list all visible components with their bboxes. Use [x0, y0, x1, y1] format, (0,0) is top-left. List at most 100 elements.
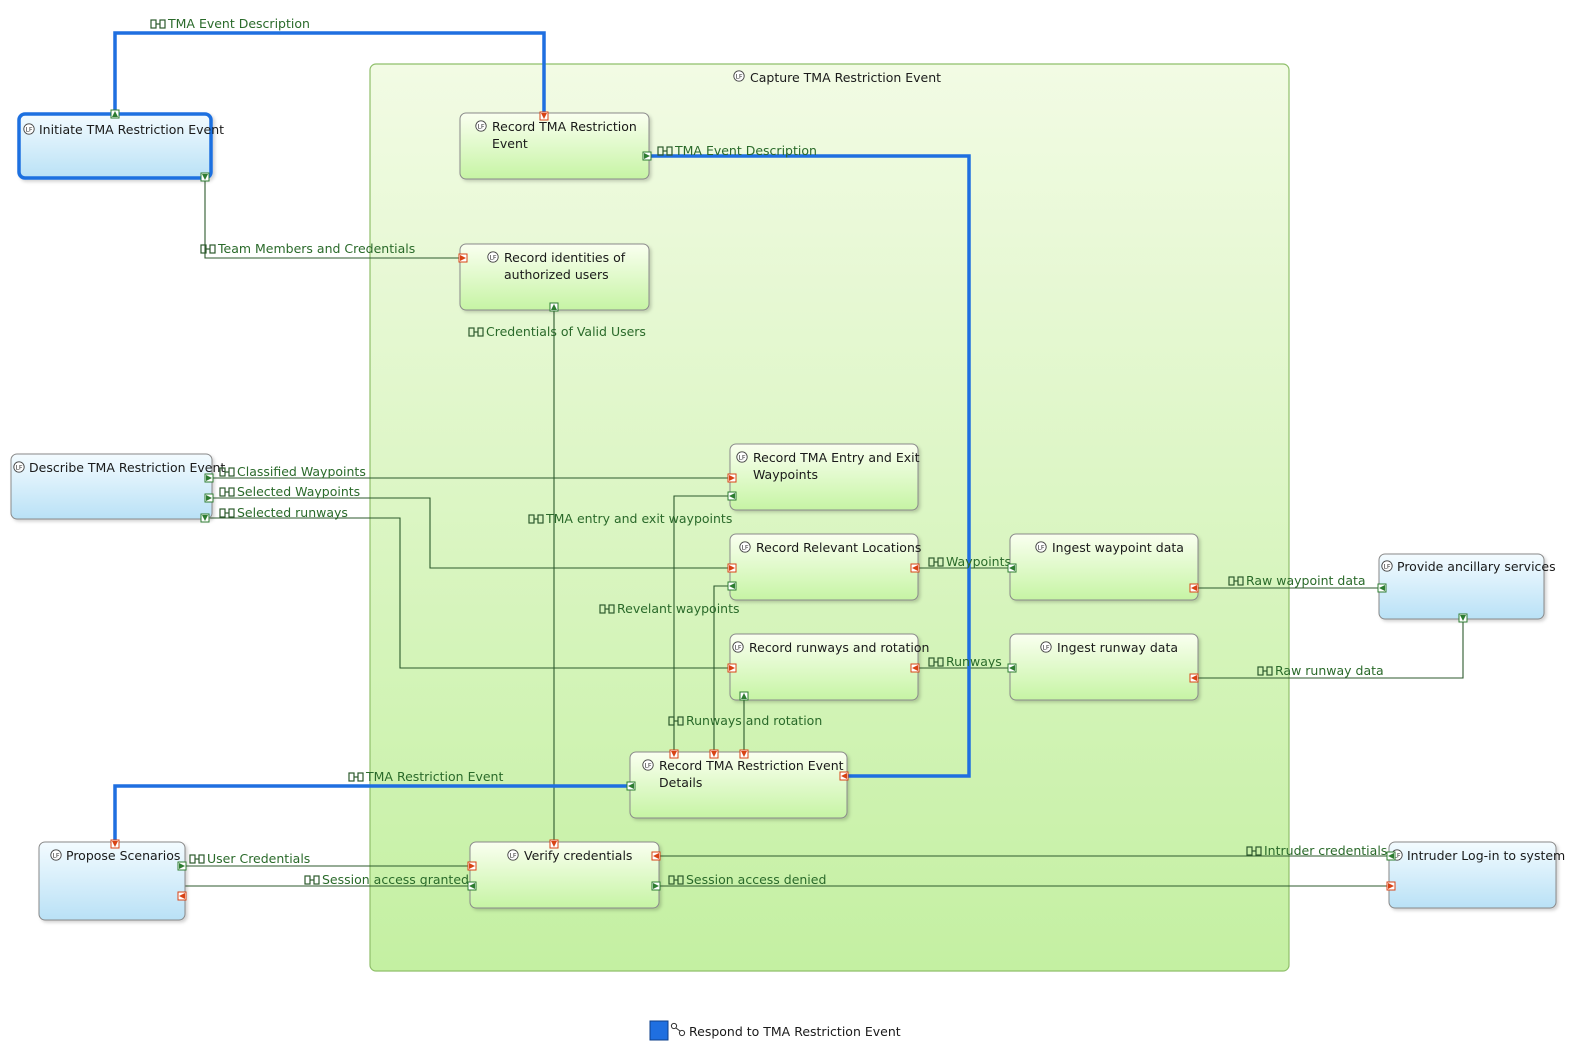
exchange-label: Selected runways [237, 505, 348, 520]
function-label: Record runways and rotation [749, 640, 929, 655]
exchange-label: Session access granted [322, 872, 469, 887]
function-label: Describe TMA Restriction Event [29, 460, 225, 475]
input-port[interactable] [200, 513, 210, 523]
output-port[interactable] [458, 253, 468, 263]
input-port[interactable] [727, 581, 737, 591]
function-initiate[interactable]: Initiate TMA Restriction Event [17, 112, 224, 180]
exchange-runways[interactable]: Runways [928, 654, 1002, 669]
exchange-label: Runways and rotation [686, 713, 822, 728]
function-verify[interactable]: Verify credentials [469, 841, 660, 909]
exchange-label: TMA Event Description [167, 16, 310, 31]
input-port[interactable] [1458, 613, 1468, 623]
function-ingest-waypoint[interactable]: Ingest waypoint data [1009, 533, 1199, 601]
input-port[interactable] [727, 491, 737, 501]
function-intruder[interactable]: Intruder Log-in to system [1388, 841, 1565, 909]
exchange-waypoints[interactable]: Waypoints [928, 554, 1011, 569]
exchange-selected-waypoints[interactable]: Selected Waypoints [219, 484, 360, 499]
function-label: Record identities of [504, 250, 626, 265]
exchange-tma-event-desc-inner[interactable]: TMA Event Description [657, 143, 817, 158]
output-port[interactable] [1386, 881, 1396, 891]
exchange-session-denied[interactable]: Session access denied [668, 872, 826, 887]
input-port[interactable] [549, 302, 559, 312]
function-label: Initiate TMA Restriction Event [39, 122, 224, 137]
output-port[interactable] [549, 839, 559, 849]
exchange-label: TMA Event Description [674, 143, 817, 158]
output-port[interactable] [910, 563, 920, 573]
exchange-intruder-credentials[interactable]: Intruder credentials [1246, 843, 1387, 858]
exchange-selected-runways[interactable]: Selected runways [219, 505, 348, 520]
legend-label: Respond to TMA Restriction Event [689, 1024, 901, 1039]
function-label: Provide ancillary services [1397, 559, 1556, 574]
input-port[interactable] [739, 691, 749, 701]
output-port[interactable] [110, 839, 120, 849]
exchange-runways-rotation[interactable]: Runways and rotation [668, 713, 822, 728]
exchange-label: TMA Restriction Event [365, 769, 503, 784]
input-port[interactable] [1007, 663, 1017, 673]
link-icon [670, 1022, 686, 1037]
exchange-team-members[interactable]: Team Members and Credentials [200, 241, 415, 256]
input-port[interactable] [626, 781, 636, 791]
input-port[interactable] [1007, 563, 1017, 573]
output-port[interactable] [727, 563, 737, 573]
exchange-label: TMA entry and exit waypoints [545, 511, 732, 526]
container-label: Capture TMA Restriction Event [750, 70, 941, 85]
function-label: Ingest runway data [1057, 640, 1178, 655]
output-port[interactable] [467, 861, 477, 871]
exchange-session-granted[interactable]: Session access granted [304, 872, 469, 887]
exchange-label: Selected Waypoints [237, 484, 360, 499]
exchange-label: Intruder credentials [1264, 843, 1387, 858]
function-label: Record TMA Entry and Exit [753, 450, 920, 465]
input-port[interactable] [642, 151, 652, 161]
exchange-classified-waypoints[interactable]: Classified Waypoints [219, 464, 366, 479]
function-record-identities[interactable]: Record identities of authorized users [459, 243, 650, 311]
output-port[interactable] [1189, 583, 1199, 593]
output-port[interactable] [709, 749, 719, 759]
exchange-tma-event-desc-top[interactable]: TMA Event Description [150, 16, 310, 31]
output-port[interactable] [669, 749, 679, 759]
input-port[interactable] [1386, 851, 1396, 861]
output-port[interactable] [839, 771, 849, 781]
exchange-label: Team Members and Credentials [217, 241, 415, 256]
exchange-label: Session access denied [686, 872, 826, 887]
input-port[interactable] [651, 881, 661, 891]
function-record-runways[interactable]: Record runways and rotation [729, 633, 929, 701]
exchange-raw-runway[interactable]: Raw runway data [1257, 663, 1384, 678]
output-port[interactable] [910, 663, 920, 673]
input-port[interactable] [204, 473, 214, 483]
function-record-locations[interactable]: Record Relevant Locations [729, 533, 921, 601]
function-label: Intruder Log-in to system [1407, 848, 1565, 863]
exchange-tma-restriction-event[interactable]: TMA Restriction Event [348, 769, 503, 784]
output-port[interactable] [651, 851, 661, 861]
exchange-user-credentials[interactable]: User Credentials [189, 851, 310, 866]
input-port[interactable] [110, 109, 120, 119]
input-port[interactable] [204, 493, 214, 503]
output-port[interactable] [727, 663, 737, 673]
function-ancillary[interactable]: Provide ancillary services [1378, 553, 1556, 620]
output-port[interactable] [727, 473, 737, 483]
output-port[interactable] [177, 891, 187, 901]
function-label: Event [492, 136, 528, 151]
exchange-relevant-waypoints[interactable]: Revelant waypoints [599, 601, 740, 616]
function-describe[interactable]: Describe TMA Restriction Event [10, 453, 225, 520]
exchange-label: Waypoints [946, 554, 1011, 569]
exchange-label: Raw waypoint data [1246, 573, 1366, 588]
function-ingest-runway[interactable]: Ingest runway data [1009, 633, 1199, 701]
input-port[interactable] [1377, 583, 1387, 593]
function-label: authorized users [504, 267, 609, 282]
input-port[interactable] [200, 172, 210, 182]
container-capture-tma [369, 63, 1290, 972]
output-port[interactable] [739, 749, 749, 759]
exchange-credentials-valid[interactable]: Credentials of Valid Users [468, 324, 646, 339]
function-label: Record Relevant Locations [756, 540, 921, 555]
input-port[interactable] [467, 881, 477, 891]
exchange-raw-waypoint[interactable]: Raw waypoint data [1228, 573, 1366, 588]
exchange-tma-entry-exit[interactable]: TMA entry and exit waypoints [528, 511, 732, 526]
function-propose[interactable]: Propose Scenarios [38, 841, 186, 921]
input-port[interactable] [177, 861, 187, 871]
output-port[interactable] [1189, 673, 1199, 683]
output-port[interactable] [539, 111, 549, 121]
